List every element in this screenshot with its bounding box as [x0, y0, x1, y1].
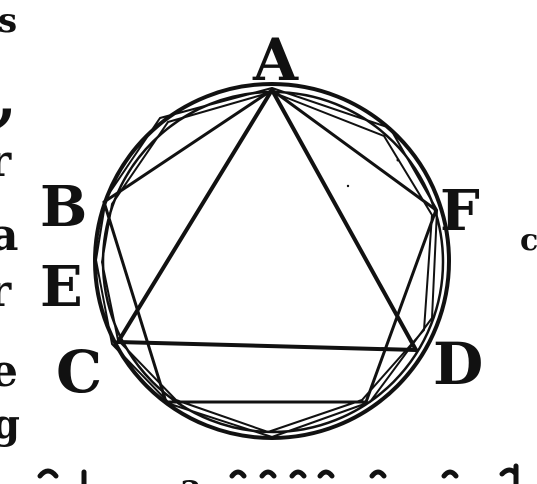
left-margin-text: s , r a r e g [0, 1, 20, 448]
speck-mark [346, 184, 350, 188]
right-margin-text: c [520, 223, 537, 258]
left-fragment-5: r [0, 266, 12, 317]
left-fragment-6: e [0, 346, 18, 397]
bottom-cropped-text: a [37, 463, 519, 484]
vertex-label-e: E [40, 254, 83, 320]
left-fragment-4: a [0, 210, 19, 261]
left-fragment-3: r [0, 136, 12, 187]
left-fragment-2: , [0, 63, 17, 133]
vertex-label-a: A [252, 26, 299, 94]
bottom-fragment: a [180, 467, 202, 484]
vertex-label-c: C [56, 338, 102, 406]
triangle-acd [116, 88, 418, 352]
speck-mark [396, 158, 400, 162]
vertex-label-d: D [433, 330, 483, 398]
pentagon-chords [102, 88, 438, 404]
vertex-label-f: F [440, 178, 480, 244]
left-fragment-7: g [0, 401, 20, 448]
vertex-label-b: B [40, 174, 87, 240]
inscribed-polygon-outer [95, 87, 438, 438]
left-fragment-1: s [0, 1, 17, 41]
